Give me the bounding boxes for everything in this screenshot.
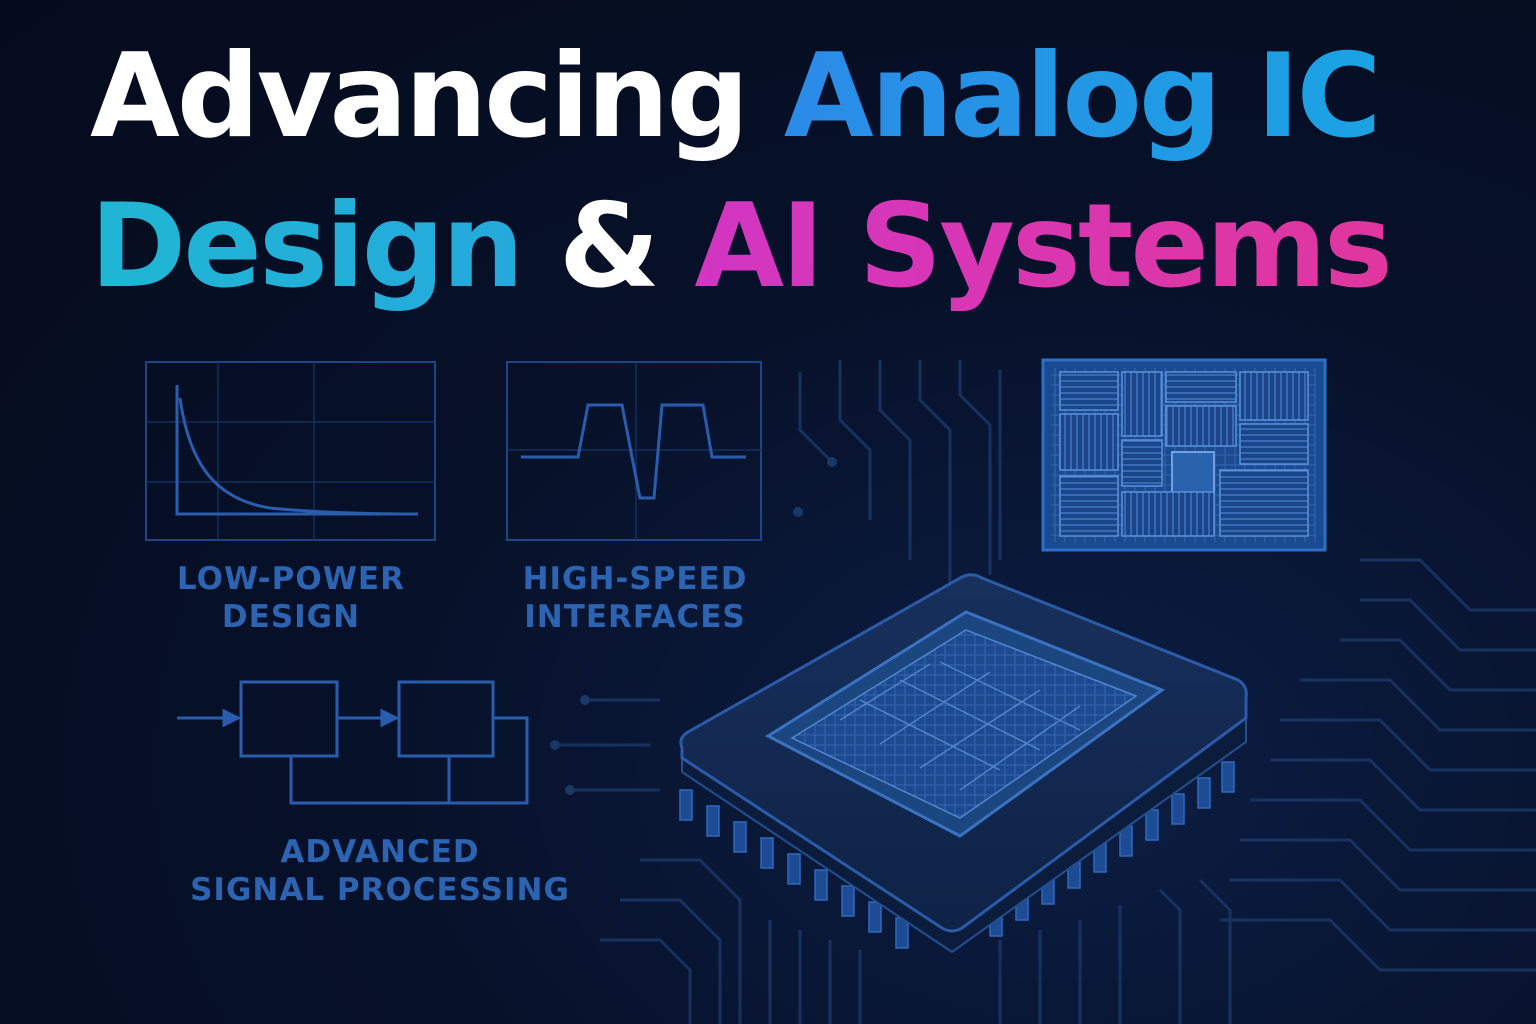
low-power-label-line-2: DESIGN (221, 599, 361, 635)
high-speed-label-line-1: HIGH-SPEED (522, 561, 748, 597)
trace-pads (550, 457, 837, 795)
headline-word-advancing: Advancing (90, 29, 749, 164)
headline-line-1: Advancing Analog IC (90, 22, 1390, 172)
ic-chip-icon (679, 573, 1248, 954)
headline: Advancing Analog IC Design & AI Systems (90, 22, 1393, 322)
headline-word-ai-systems: AI Systems (694, 179, 1393, 314)
pulse-waveform-icon (506, 361, 762, 541)
low-power-design-label: LOW-POWER DESIGN (146, 560, 436, 636)
headline-line-2: Design & AI Systems (90, 172, 1393, 322)
decay-curve-graph-icon (145, 361, 436, 541)
high-speed-label-line-2: INTERFACES (524, 599, 746, 635)
headline-ampersand: & (558, 179, 660, 314)
signal-processing-label-line-2: SIGNAL PROCESSING (190, 872, 570, 908)
low-power-label-line-1: LOW-POWER (177, 561, 405, 597)
signal-processing-label-line-1: ADVANCED (280, 834, 480, 870)
die-layout-icon (1041, 358, 1327, 552)
block-diagram-icon (177, 680, 529, 805)
headline-word-design: Design (90, 179, 524, 314)
headline-word-analog-ic: Analog IC (783, 29, 1382, 164)
circuit-traces (560, 360, 1536, 1024)
advanced-signal-processing-label: ADVANCED SIGNAL PROCESSING (180, 833, 580, 909)
high-speed-interfaces-label: HIGH-SPEED INTERFACES (500, 560, 770, 636)
